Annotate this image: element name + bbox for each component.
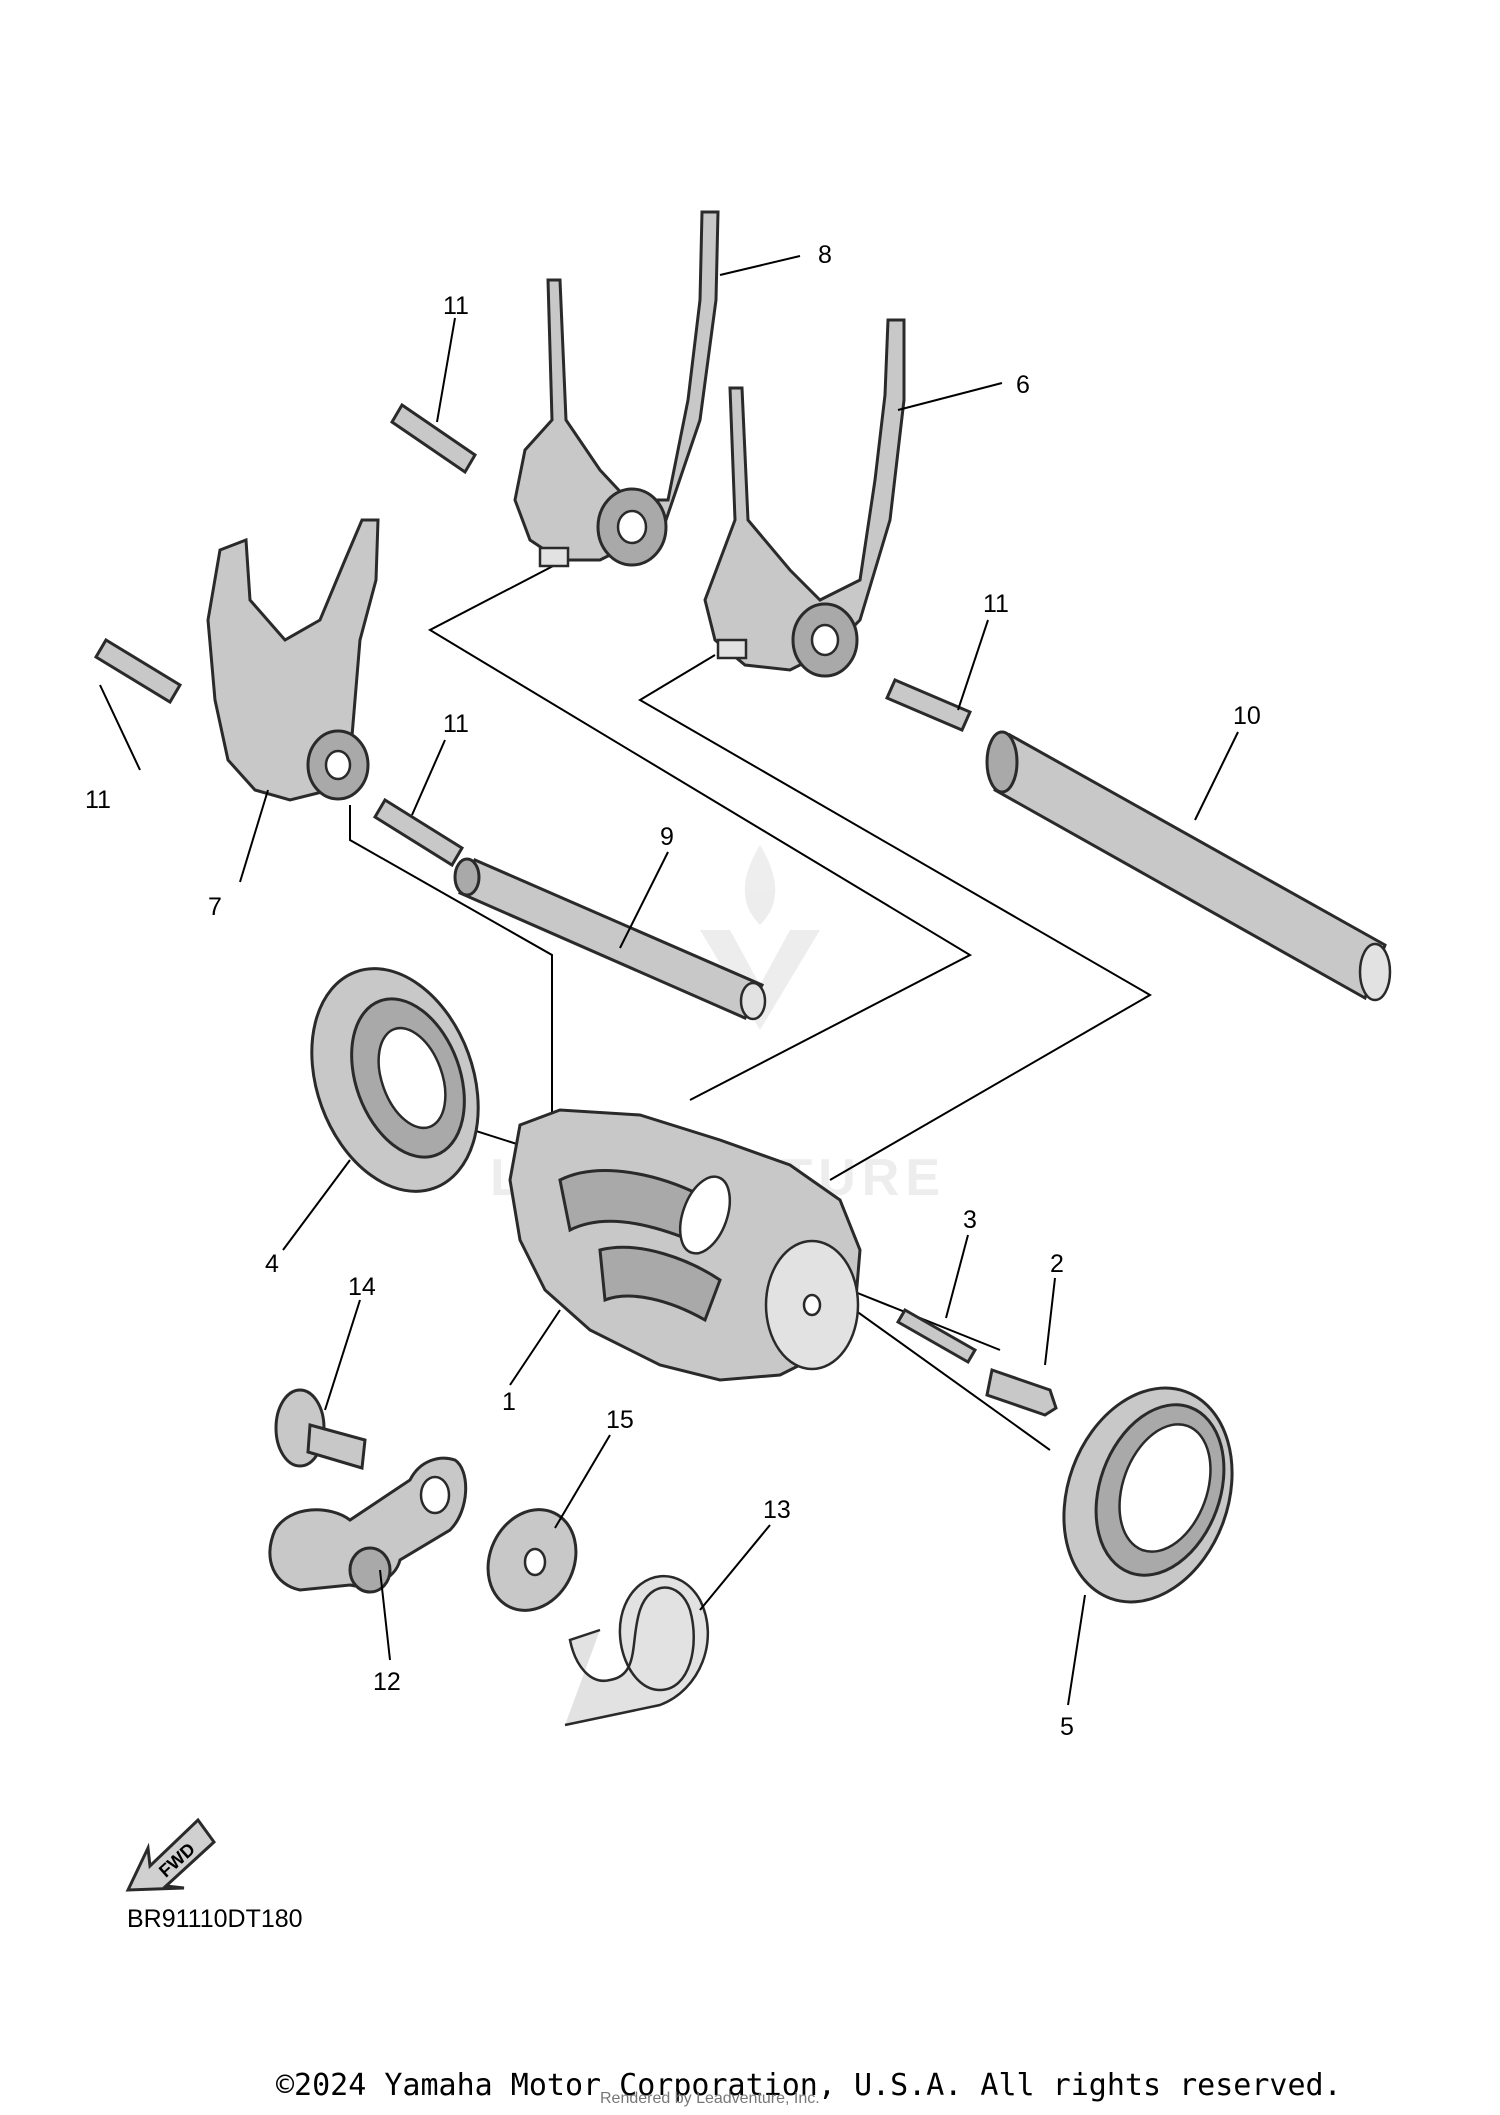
callout-7: 7 (208, 893, 222, 921)
torsion-spring-13 (564, 1574, 710, 1727)
callout-13: 13 (763, 1496, 791, 1524)
spring-11-middle (372, 797, 465, 868)
callout-labels: 8 6 11 11 11 11 7 9 10 4 1 3 2 5 14 12 1… (85, 241, 1261, 1741)
pin-2 (985, 1368, 1058, 1417)
shift-fork-shaft-9 (453, 857, 767, 1021)
callout-12: 12 (373, 1668, 401, 1696)
callout-9: 9 (660, 823, 674, 851)
callout-8: 8 (818, 241, 832, 269)
callout-3: 3 (963, 1206, 977, 1234)
spring-3 (895, 1307, 978, 1365)
shift-fork-8 (513, 210, 720, 568)
spring-11-top (389, 402, 478, 475)
callout-6: 6 (1016, 371, 1030, 399)
callout-14: 14 (348, 1273, 376, 1301)
shift-lever-12 (268, 1456, 468, 1594)
bearing-4 (310, 967, 480, 1193)
callout-10: 10 (1233, 702, 1261, 730)
copyright-notice: ©2024 Yamaha Motor Corporation, U.S.A. A… (276, 2068, 1342, 2103)
bolt-14 (274, 1388, 367, 1470)
spring-11-right (885, 678, 972, 732)
bearing-5 (1062, 1386, 1234, 1604)
callout-11-left: 11 (85, 786, 111, 814)
callout-11-right: 11 (983, 590, 1009, 618)
callout-5: 5 (1060, 1713, 1074, 1741)
spring-11-left (93, 637, 183, 705)
forward-arrow-icon: FWD (125, 1817, 217, 1892)
rendered-by-notice: Rendered by Leadventure, Inc. (600, 2090, 820, 2107)
callout-leaders (99, 255, 1239, 1706)
callout-1: 1 (502, 1388, 516, 1416)
shift-fork-6 (703, 318, 906, 678)
drawing-code: BR91110DT180 (127, 1905, 303, 1933)
assembly-guide-lines (349, 564, 1152, 1451)
callout-11-top: 11 (443, 292, 469, 320)
shift-drum-1 (508, 1108, 862, 1382)
washer-15 (486, 1508, 578, 1612)
shift-fork-7 (206, 518, 380, 802)
callout-2: 2 (1050, 1250, 1064, 1278)
shift-fork-shaft-10 (985, 730, 1392, 1002)
callout-4: 4 (265, 1250, 279, 1278)
callout-15: 15 (606, 1406, 634, 1434)
callout-11-middle: 11 (443, 710, 469, 738)
